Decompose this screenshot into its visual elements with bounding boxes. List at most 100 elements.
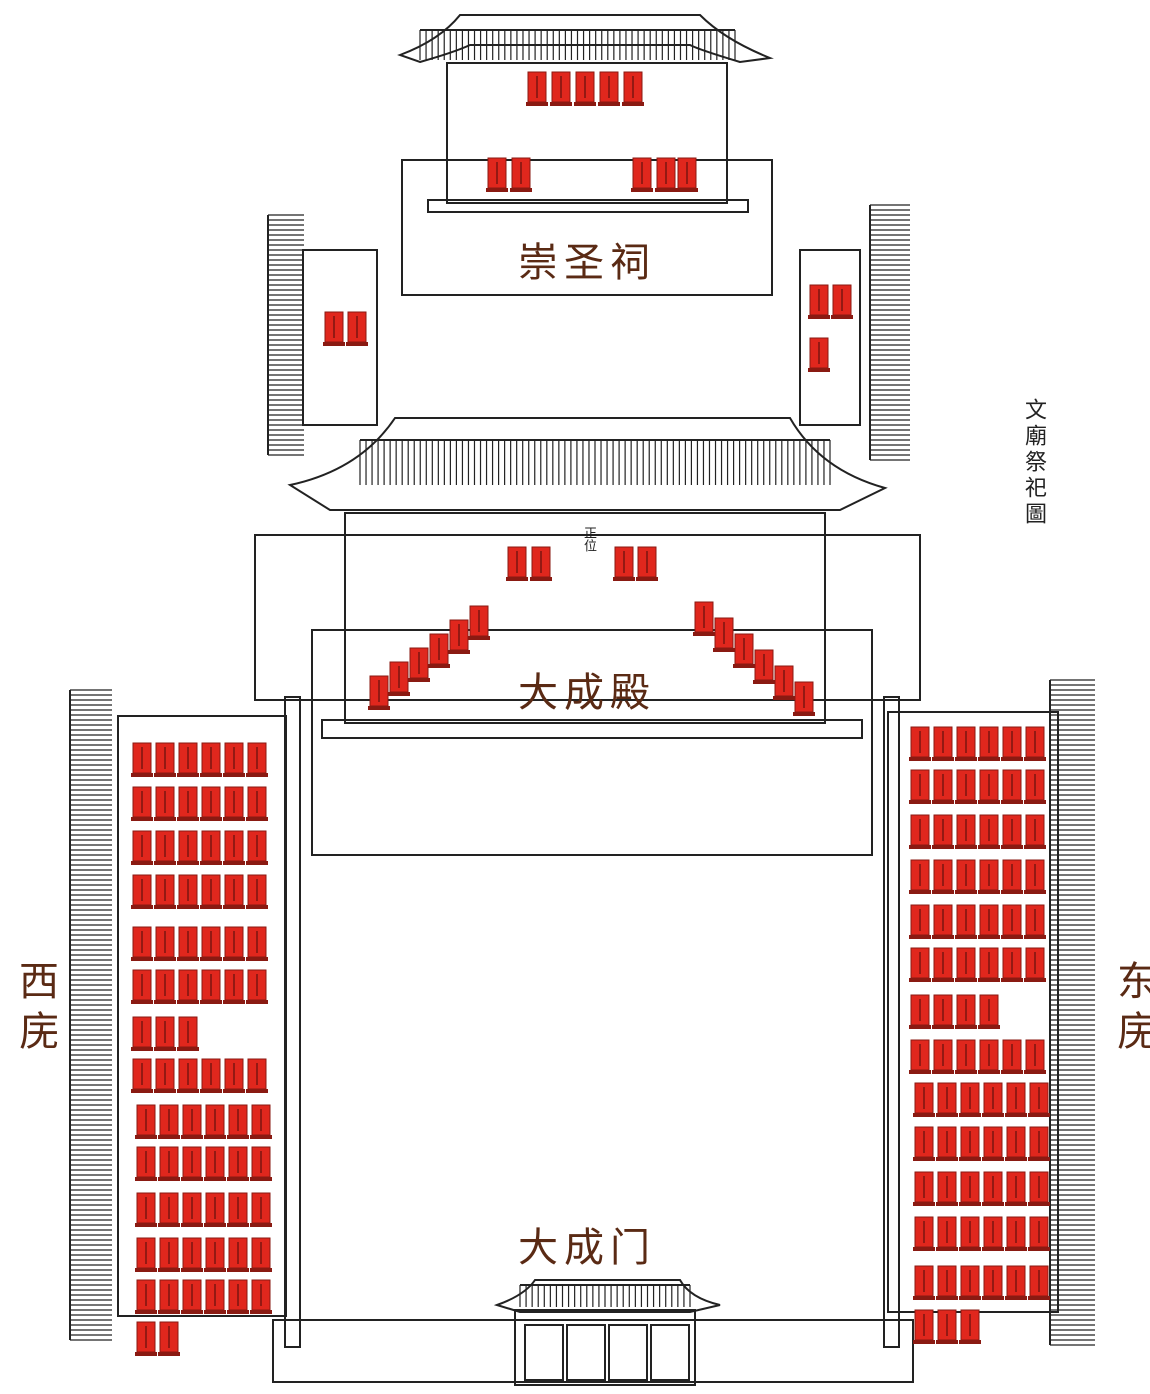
ancestral-tablet	[913, 1082, 935, 1117]
ancestral-tablet	[936, 1171, 958, 1206]
main-hall-terrace	[311, 629, 873, 856]
ancestral-tablet	[323, 311, 345, 346]
ancestral-tablet	[636, 546, 658, 581]
gate-door	[650, 1324, 690, 1381]
ancestral-tablet	[1028, 1082, 1050, 1117]
ancestral-tablet	[181, 1192, 203, 1227]
ancestral-tablet	[250, 1146, 272, 1181]
ancestral-tablet	[154, 742, 176, 777]
ancestral-tablet	[1024, 814, 1046, 849]
main-position-marker: 正位	[581, 526, 596, 552]
main-hall-base	[321, 719, 863, 739]
ancestral-tablet	[200, 786, 222, 821]
ancestral-tablet	[909, 814, 931, 849]
ancestral-tablet	[154, 786, 176, 821]
gate-roof-outline	[493, 1279, 721, 1313]
ancestral-tablet	[177, 969, 199, 1004]
ancestral-tablet	[955, 947, 977, 982]
ancestral-tablet	[932, 859, 954, 894]
ancestral-tablet	[177, 786, 199, 821]
shrine-base	[427, 199, 749, 213]
ancestral-tablet	[909, 904, 931, 939]
ancestral-tablet	[408, 647, 430, 682]
ancestral-tablet	[227, 1146, 249, 1181]
ancestral-tablet	[1024, 947, 1046, 982]
ancestral-tablet	[223, 786, 245, 821]
ancestral-tablet	[200, 874, 222, 909]
ancestral-tablet	[959, 1082, 981, 1117]
ancestral-tablet	[978, 726, 1000, 761]
ancestral-tablet	[223, 874, 245, 909]
ancestral-tablet	[1001, 947, 1023, 982]
ancestral-tablet	[1001, 1039, 1023, 1074]
ancestral-tablet	[932, 1039, 954, 1074]
gate-door	[524, 1324, 564, 1381]
ancestral-tablet	[932, 769, 954, 804]
west-wing-pillar	[284, 696, 301, 1348]
ancestral-tablet	[223, 969, 245, 1004]
ancestral-tablet	[909, 726, 931, 761]
ancestral-tablet	[200, 830, 222, 865]
ancestral-tablet	[530, 546, 552, 581]
ancestral-tablet	[200, 742, 222, 777]
ancestral-tablet	[428, 633, 450, 668]
ancestral-tablet	[1024, 769, 1046, 804]
ancestral-tablet	[135, 1237, 157, 1272]
ancestral-tablet	[909, 859, 931, 894]
ancestral-tablet	[982, 1171, 1004, 1206]
ancestral-tablet	[246, 969, 268, 1004]
ancestral-tablet	[631, 157, 653, 192]
ancestral-tablet	[1024, 859, 1046, 894]
ancestral-tablet	[158, 1104, 180, 1139]
ancestral-tablet	[154, 969, 176, 1004]
shrine-label: 崇圣祠	[518, 240, 656, 286]
ancestral-tablet	[177, 874, 199, 909]
ancestral-tablet	[909, 769, 931, 804]
ancestral-tablet	[486, 157, 508, 192]
ancestral-tablet	[959, 1216, 981, 1251]
ancestral-tablet	[676, 157, 698, 192]
ancestral-tablet	[131, 830, 153, 865]
ancestral-tablet	[154, 874, 176, 909]
ancestral-tablet	[250, 1104, 272, 1139]
ancestral-tablet	[982, 1126, 1004, 1161]
ancestral-tablet	[655, 157, 677, 192]
ancestral-tablet	[932, 994, 954, 1029]
ancestral-tablet	[227, 1104, 249, 1139]
ancestral-tablet	[131, 1058, 153, 1093]
shrine-hall	[446, 62, 728, 204]
main-hall-label: 大成殿	[518, 670, 656, 716]
ancestral-tablet	[955, 769, 977, 804]
ancestral-tablet	[1005, 1126, 1027, 1161]
ancestral-tablet	[154, 830, 176, 865]
ancestral-tablet	[959, 1265, 981, 1300]
ancestral-tablet	[506, 546, 528, 581]
ancestral-tablet	[913, 1265, 935, 1300]
ancestral-tablet	[978, 1039, 1000, 1074]
ancestral-tablet	[204, 1192, 226, 1227]
ancestral-tablet	[1005, 1265, 1027, 1300]
ancestral-tablet	[158, 1237, 180, 1272]
ancestral-tablet	[223, 926, 245, 961]
ancestral-tablet	[227, 1237, 249, 1272]
ancestral-tablet	[550, 71, 572, 106]
ancestral-tablet	[135, 1146, 157, 1181]
ancestral-tablet	[1001, 814, 1023, 849]
ancestral-tablet	[227, 1192, 249, 1227]
ancestral-tablet	[1001, 904, 1023, 939]
ancestral-tablet	[978, 947, 1000, 982]
ancestral-tablet	[932, 814, 954, 849]
ancestral-tablet	[598, 71, 620, 106]
ancestral-tablet	[204, 1146, 226, 1181]
ancestral-tablet	[978, 994, 1000, 1029]
ancestral-tablet	[135, 1104, 157, 1139]
ancestral-tablet	[154, 926, 176, 961]
ancestral-tablet	[223, 1058, 245, 1093]
ancestral-tablet	[510, 157, 532, 192]
ancestral-tablet	[959, 1309, 981, 1344]
shrine-platform	[401, 159, 773, 296]
ancestral-tablet	[227, 1279, 249, 1314]
gate-door	[608, 1324, 648, 1381]
ancestral-tablet	[913, 1309, 935, 1344]
ancestral-tablet	[959, 1171, 981, 1206]
